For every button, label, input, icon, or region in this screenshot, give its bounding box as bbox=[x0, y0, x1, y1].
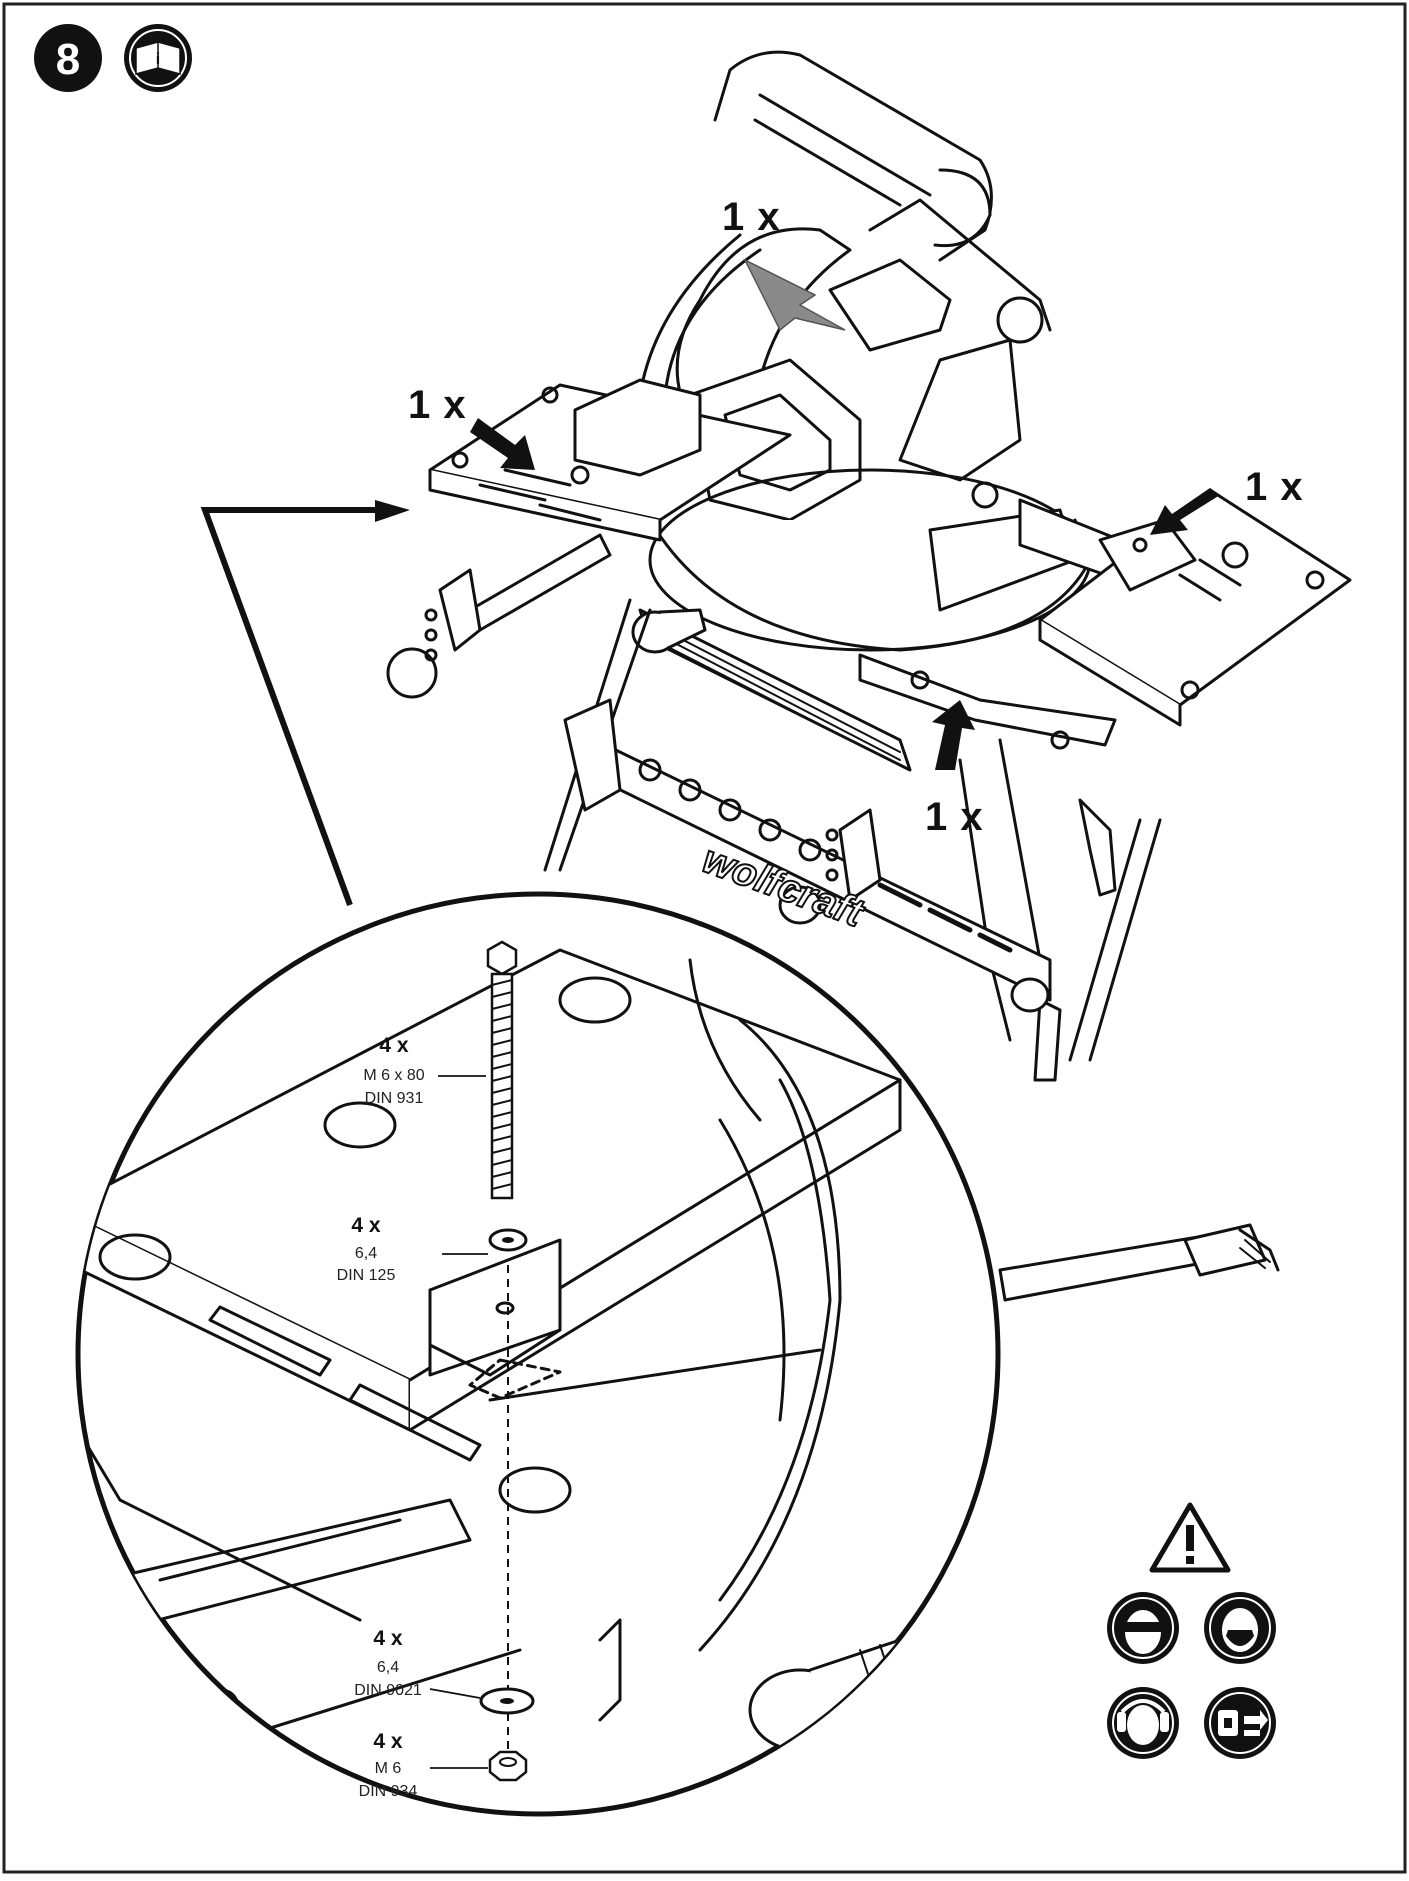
svg-text:4 x: 4 x bbox=[351, 1214, 381, 1237]
hex-nut bbox=[488, 1750, 528, 1782]
detail-pointer bbox=[200, 500, 410, 907]
svg-text:DIN 9021: DIN 9021 bbox=[354, 1682, 422, 1699]
ear-protection-icon bbox=[1107, 1687, 1179, 1759]
read-manual-icon: i bbox=[124, 24, 192, 92]
svg-text:4 x: 4 x bbox=[373, 1627, 403, 1650]
top-quantity-label: 1 x bbox=[722, 195, 781, 239]
part-leader-lines bbox=[429, 1075, 488, 1769]
svg-text:6,4: 6,4 bbox=[377, 1659, 399, 1676]
washer-din125-label: 4 x 6,4 DIN 125 bbox=[337, 1214, 396, 1284]
unplug-power-icon bbox=[1204, 1687, 1276, 1759]
washer-din9021 bbox=[479, 1687, 535, 1715]
svg-text:4 x: 4 x bbox=[373, 1730, 403, 1753]
svg-text:M 6 x 80: M 6 x 80 bbox=[363, 1067, 424, 1084]
front-direction-arrow bbox=[932, 700, 975, 770]
safety-goggles-icon bbox=[1107, 1592, 1179, 1664]
washer-din125 bbox=[488, 1228, 528, 1252]
hex-bolt bbox=[486, 940, 518, 1200]
left-quantity-label: 1 x bbox=[408, 383, 467, 427]
svg-text:6,4: 6,4 bbox=[355, 1245, 377, 1262]
rotation-arrow bbox=[743, 258, 846, 332]
svg-text:4 x: 4 x bbox=[379, 1034, 409, 1057]
dust-mask-icon bbox=[1204, 1592, 1276, 1664]
right-quantity-label: 1 x bbox=[1245, 465, 1304, 509]
front-quantity-label: 1 x bbox=[925, 795, 984, 839]
washer-din9021-label: 4 x 6,4 DIN 9021 bbox=[354, 1627, 422, 1699]
step-number: 8 bbox=[56, 35, 80, 84]
svg-text:DIN 934: DIN 934 bbox=[359, 1783, 418, 1800]
svg-text:DIN 931: DIN 931 bbox=[365, 1090, 424, 1107]
svg-text:DIN 125: DIN 125 bbox=[337, 1267, 396, 1284]
step-badge: 8 bbox=[34, 24, 102, 92]
svg-text:M 6: M 6 bbox=[375, 1760, 402, 1777]
svg-text:i: i bbox=[156, 51, 160, 68]
bolt-label: 4 x M 6 x 80 DIN 931 bbox=[363, 1034, 424, 1107]
miter-saw-on-stand bbox=[386, 50, 1352, 1302]
right-direction-arrow bbox=[1150, 488, 1220, 535]
left-direction-arrow bbox=[470, 418, 535, 470]
nut-label: 4 x M 6 DIN 934 bbox=[359, 1730, 418, 1800]
warning-triangle-icon bbox=[1149, 1502, 1231, 1573]
